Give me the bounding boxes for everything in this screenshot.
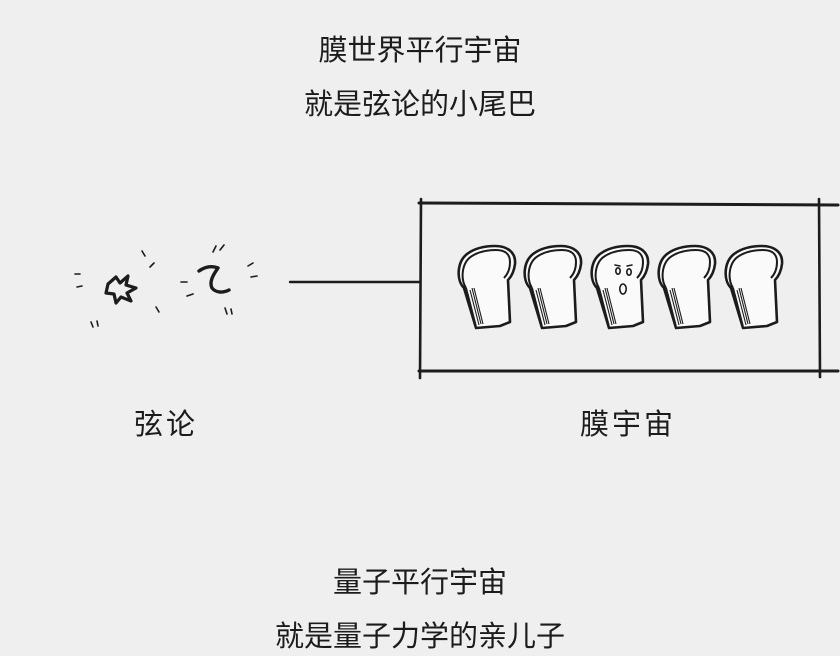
toast-slice-2 (523, 244, 583, 330)
toast-slice-4 (657, 244, 717, 330)
top-caption-line-1: 膜世界平行宇宙 (318, 33, 522, 67)
string-theory-label: 弦论 (134, 407, 199, 441)
toast-slice-5 (724, 244, 784, 330)
bottom-caption-line-2: 就是量子力学的亲儿子 (274, 619, 565, 653)
top-caption-line-2: 就是弦论的小尾巴 (303, 87, 536, 121)
toast-slice-1 (457, 244, 517, 330)
brane-universe-label: 膜宇宙 (580, 407, 677, 441)
bottom-caption-line-1: 量子平行宇宙 (332, 565, 507, 599)
toast-slice-3 (590, 244, 650, 330)
surprised-face-icon (614, 264, 633, 295)
vibrating-string-icon (74, 244, 258, 328)
brane-box (417, 197, 840, 380)
